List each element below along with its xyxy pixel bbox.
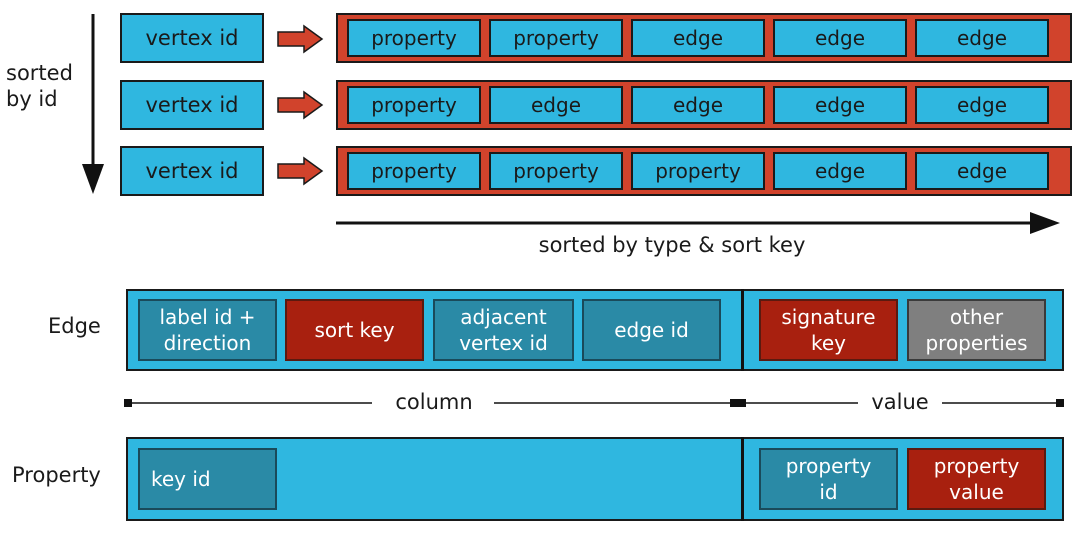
edge-cell: edge [773, 152, 907, 190]
vertex-id-box: vertex id [120, 13, 264, 63]
vertex-id-box: vertex id [120, 80, 264, 130]
label-id-direction-box: label id + direction [138, 299, 277, 361]
edge-cell: edge [489, 86, 623, 124]
sorted-by-id-arrow [82, 14, 104, 194]
column-value-divider [741, 437, 744, 521]
row-bar: property property property edge edge [336, 146, 1072, 196]
property-cell: property [489, 19, 623, 57]
edge-cell: edge [915, 152, 1049, 190]
vertex-id-box: vertex id [120, 146, 264, 196]
other-properties-box: other properties [907, 299, 1046, 361]
column-value-scale [124, 399, 1064, 407]
property-cell: property [347, 19, 481, 57]
right-arrow-icon [277, 90, 324, 120]
edge-cell: edge [773, 86, 907, 124]
property-cell: property [347, 152, 481, 190]
edge-cell: edge [773, 19, 907, 57]
adjacent-vertex-id-box: adjacent vertex id [433, 299, 574, 361]
edge-id-box: edge id [582, 299, 721, 361]
property-cell: property [631, 152, 765, 190]
sorted-by-id-label: sorted by id [6, 61, 73, 111]
row-bar: property edge edge edge edge [336, 80, 1072, 130]
property-row-label: Property [12, 463, 101, 487]
column-label: column [374, 390, 494, 414]
right-arrow-icon [277, 156, 324, 186]
sort-key-box: sort key [285, 299, 424, 361]
key-id-box: key id [138, 448, 277, 510]
property-value-box: property value [907, 448, 1046, 510]
value-label: value [860, 390, 940, 414]
column-value-divider [741, 289, 744, 371]
sorted-by-type-label: sorted by type & sort key [538, 233, 806, 257]
edge-cell: edge [631, 86, 765, 124]
edge-cell: edge [915, 86, 1049, 124]
property-cell: property [489, 152, 623, 190]
edge-row-label: Edge [48, 314, 101, 338]
property-id-box: property id [759, 448, 898, 510]
edge-cell: edge [631, 19, 765, 57]
edge-cell: edge [915, 19, 1049, 57]
property-cell: property [347, 86, 481, 124]
sorted-by-type-arrow [336, 212, 1060, 234]
row-bar: property property edge edge edge [336, 13, 1072, 63]
right-arrow-icon [277, 24, 324, 54]
signature-key-box: signature key [759, 299, 898, 361]
